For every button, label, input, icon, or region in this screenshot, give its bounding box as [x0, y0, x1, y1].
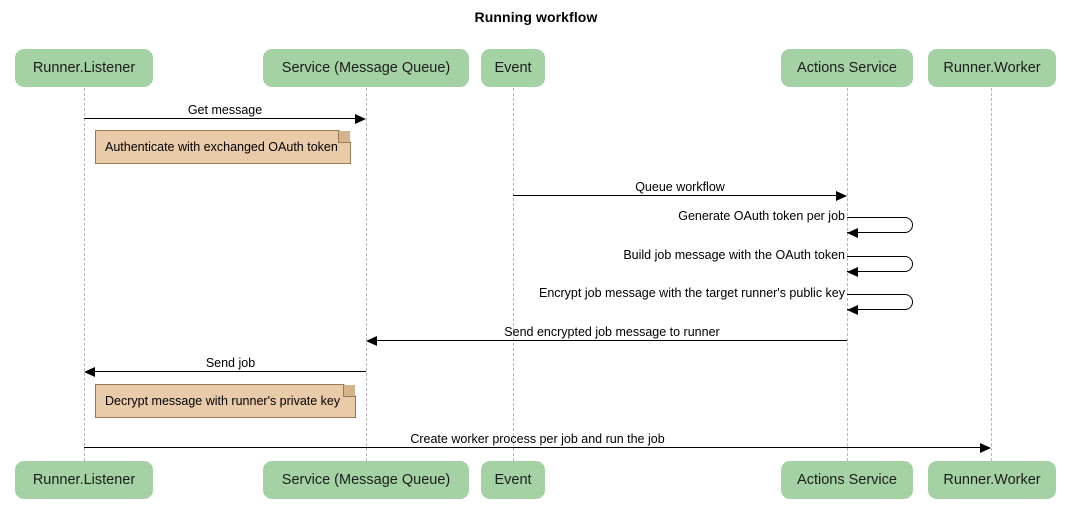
message-arrowhead-build-job-message-with-the-oauth-token [847, 267, 858, 277]
participant-event-top[interactable]: Event [481, 49, 545, 87]
message-arrowhead-send-encrypted-job-message-to-runner [366, 335, 377, 346]
participant-actions-service-top[interactable]: Actions Service [781, 49, 913, 87]
note-fold-icon [338, 131, 350, 143]
participant-service-message-queue-top[interactable]: Service (Message Queue) [263, 49, 469, 87]
message-arrowhead-create-worker-process-per-job-and-run-the-job [980, 442, 991, 453]
participant-runner-worker-bottom[interactable]: Runner.Worker [928, 461, 1056, 499]
message-line-queue-workflow [513, 195, 836, 196]
message-selfloop-encrypt-job-message-with-the-target-runners-public-key [847, 294, 913, 310]
participant-service-message-queue-bottom[interactable]: Service (Message Queue) [263, 461, 469, 499]
message-line-send-encrypted-job-message-to-runner [377, 340, 847, 341]
message-label-get-message: Get message [187, 103, 263, 117]
participant-runner-listener-top[interactable]: Runner.Listener [15, 49, 153, 87]
participant-event-bottom[interactable]: Event [481, 461, 545, 499]
participant-label: Actions Service [797, 472, 897, 488]
lifeline-service-message-queue [366, 88, 367, 461]
participant-label: Runner.Listener [32, 472, 136, 488]
message-arrowhead-get-message [355, 113, 366, 124]
participant-label: Runner.Listener [32, 60, 136, 76]
participant-label: Event [494, 472, 532, 488]
page-title: Running workflow [474, 9, 598, 25]
message-arrowhead-generate-oauth-token-per-job [847, 228, 858, 238]
message-label-build-job-message-with-the-oauth-token: Build job message with the OAuth token [623, 248, 845, 262]
participant-runner-worker-top[interactable]: Runner.Worker [928, 49, 1056, 87]
message-line-get-message [84, 118, 355, 119]
message-selfloop-build-job-message-with-the-oauth-token [847, 256, 913, 272]
participant-label: Event [494, 60, 532, 76]
participant-label: Service (Message Queue) [281, 60, 451, 76]
message-label-send-encrypted-job-message-to-runner: Send encrypted job message to runner [504, 325, 720, 339]
note-authenticate-with-exchanged-oauth-token: Authenticate with exchanged OAuth token [95, 130, 351, 164]
participant-actions-service-bottom[interactable]: Actions Service [781, 461, 913, 499]
participant-label: Service (Message Queue) [281, 472, 451, 488]
message-label-encrypt-job-message-with-the-target-runners-public-key: Encrypt job message with the target runn… [538, 286, 845, 300]
note-fold-icon [343, 385, 355, 397]
note-text: Authenticate with exchanged OAuth token [105, 140, 338, 154]
participant-runner-listener-bottom[interactable]: Runner.Listener [15, 461, 153, 499]
lifeline-runner-listener [84, 88, 85, 461]
message-line-create-worker-process-per-job-and-run-the-job [84, 447, 980, 448]
message-line-send-job [95, 371, 366, 372]
participant-label: Runner.Worker [943, 472, 1041, 488]
message-label-create-worker-process-per-job-and-run-the-job: Create worker process per job and run th… [410, 432, 665, 446]
lifeline-runner-worker [991, 88, 992, 461]
message-arrowhead-encrypt-job-message-with-the-target-runners-public-key [847, 305, 858, 315]
lifeline-event [513, 88, 514, 461]
note-text: Decrypt message with runner's private ke… [105, 394, 341, 408]
participant-label: Actions Service [797, 60, 897, 76]
message-label-generate-oauth-token-per-job: Generate OAuth token per job [678, 209, 845, 223]
participant-label: Runner.Worker [943, 60, 1041, 76]
message-arrowhead-send-job [84, 366, 95, 377]
message-arrowhead-queue-workflow [836, 190, 847, 201]
message-selfloop-generate-oauth-token-per-job [847, 217, 913, 233]
message-label-queue-workflow: Queue workflow [635, 180, 725, 194]
note-decrypt-message-with-runners-private-key: Decrypt message with runner's private ke… [95, 384, 356, 418]
message-label-send-job: Send job [205, 356, 256, 370]
